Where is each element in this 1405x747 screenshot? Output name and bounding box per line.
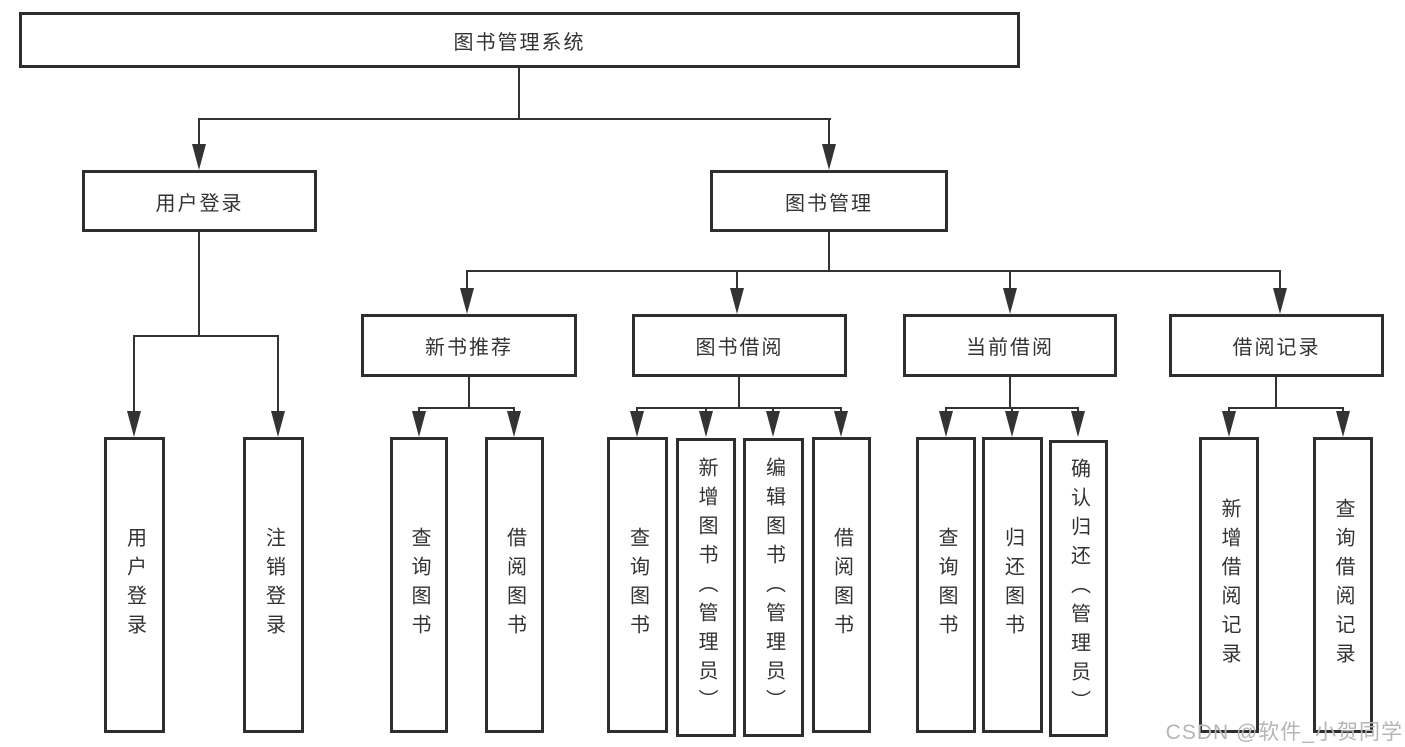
connector-line [1009,377,1011,409]
connector-line [466,270,468,290]
arrow-down [630,411,644,437]
leaf-user-login: 用户登录 [104,437,165,733]
leaf-add-books-admin-label: 新增图书（管理员） [695,457,717,718]
leaf-add-books-admin: 新增图书（管理员） [676,438,736,737]
leaf-borrow-books-2-label: 借阅图书 [830,527,853,643]
leaf-confirm-return-admin: 确认归还（管理员） [1049,440,1108,737]
arrow-down [834,411,848,437]
arrow-down [1005,411,1019,437]
connector-line [1009,270,1011,290]
arrow-down [1071,411,1085,437]
connector-line [198,118,200,148]
arrow-down [699,411,713,437]
arrow-down [822,144,836,170]
arrow-down [939,411,953,437]
arrow-down [766,411,780,437]
connector-line [467,270,1281,272]
connector-line [738,377,740,409]
node-new-book-recommend: 新书推荐 [361,314,577,377]
leaf-query-books-2-label: 查询图书 [626,527,649,643]
connector-line [198,232,200,337]
leaf-query-borrow-record: 查询借阅记录 [1313,437,1373,733]
leaf-add-borrow-record: 新增借阅记录 [1199,437,1259,733]
node-user-login: 用户登录 [82,170,317,232]
connector-line [277,335,279,413]
node-book-management: 图书管理 [710,170,948,232]
arrow-down [412,411,426,437]
watermark: CSDN @软件_小贺同学 [1165,721,1403,744]
leaf-borrow-books-1: 借阅图书 [485,437,544,733]
leaf-return-books-label: 归还图书 [1001,527,1024,643]
connector-line [518,68,520,119]
leaf-return-books: 归还图书 [982,437,1043,733]
leaf-query-books-2: 查询图书 [607,437,668,733]
node-book-borrow-label: 图书借阅 [695,337,784,359]
arrow-down [1336,411,1350,437]
node-current-borrow-label: 当前借阅 [966,337,1054,359]
node-user-login-label: 用户登录 [155,192,244,215]
leaf-logout: 注销登录 [243,437,304,733]
node-root: 图书管理系统 [19,12,1020,68]
connector-line [736,270,738,290]
leaf-query-books-1: 查询图书 [390,437,448,733]
connector-line [198,118,831,120]
leaf-confirm-return-admin-label: 确认归还（管理员） [1067,458,1090,719]
leaf-edit-books-admin-label: 编辑图书（管理员） [762,457,785,718]
leaf-logout-label: 注销登录 [262,527,285,643]
connector-line [636,407,842,409]
leaf-query-books-3: 查询图书 [916,437,976,733]
leaf-borrow-books-1-label: 借阅图书 [503,527,526,643]
connector-line [418,407,515,409]
node-new-book-recommend-label: 新书推荐 [425,337,513,359]
connector-line [133,335,279,337]
connector-line [133,335,135,413]
connector-line [468,377,470,409]
leaf-add-borrow-record-label: 新增借阅记录 [1218,498,1240,672]
node-borrow-records: 借阅记录 [1169,314,1384,377]
connector-line [1275,377,1277,409]
node-borrow-records-label: 借阅记录 [1232,337,1321,359]
leaf-query-books-3-label: 查询图书 [935,527,957,643]
arrow-down [507,411,521,437]
arrow-down [127,411,141,437]
arrow-down [460,288,474,314]
arrow-down [730,288,744,314]
arrow-down [271,411,285,437]
connector-line [1279,270,1281,290]
node-root-label: 图书管理系统 [453,31,586,54]
connector-line [828,118,830,148]
leaf-user-login-label: 用户登录 [123,527,146,643]
node-book-management-label: 图书管理 [785,192,873,215]
arrow-down [192,144,206,170]
leaf-query-borrow-record-label: 查询借阅记录 [1332,498,1354,672]
node-book-borrow: 图书借阅 [632,314,847,377]
connector-line [1228,407,1344,409]
arrow-down [1222,411,1236,437]
leaf-edit-books-admin: 编辑图书（管理员） [743,438,804,737]
connector-line [828,232,830,272]
node-current-borrow: 当前借阅 [903,314,1117,377]
leaf-borrow-books-2: 借阅图书 [812,437,871,733]
arrow-down [1003,288,1017,314]
leaf-query-books-1-label: 查询图书 [408,527,430,643]
arrow-down [1273,288,1287,314]
